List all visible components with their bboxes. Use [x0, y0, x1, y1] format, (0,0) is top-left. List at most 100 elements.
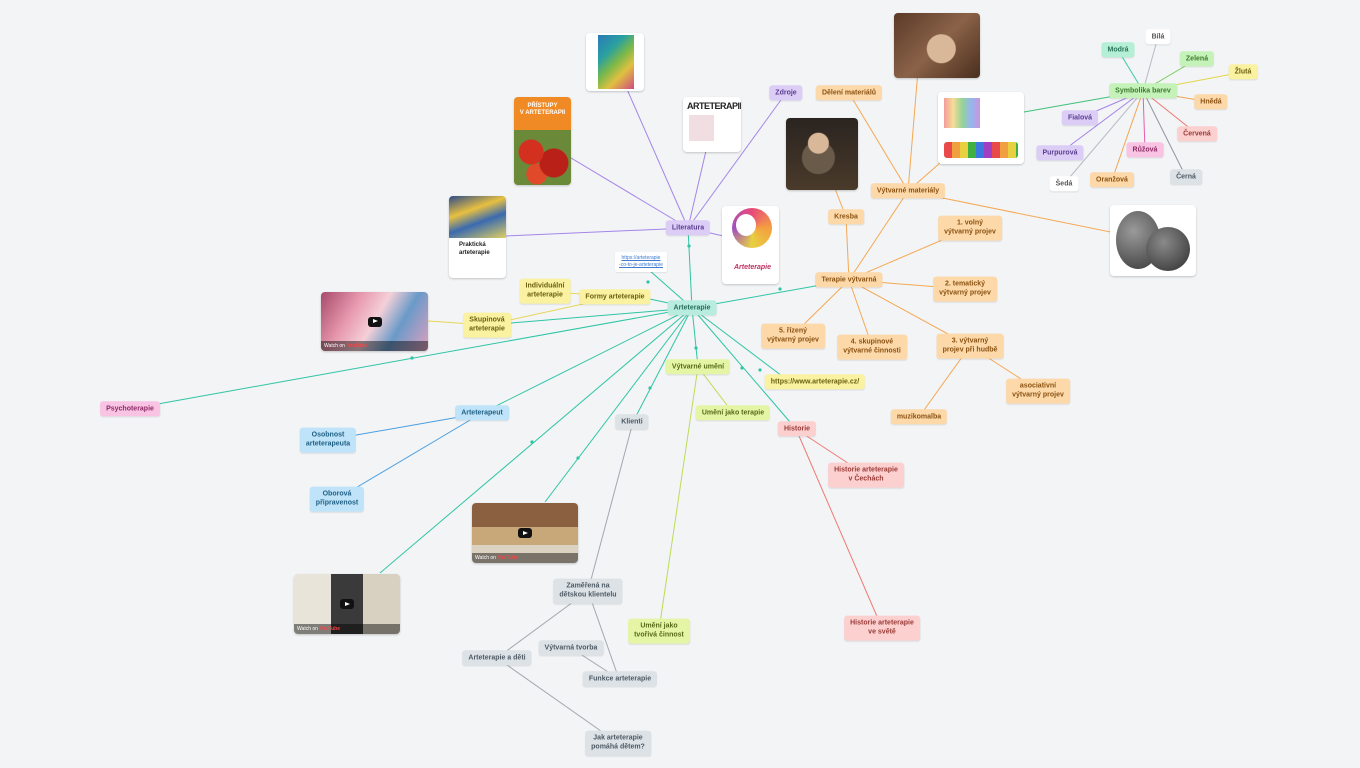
- topic-klienti[interactable]: Klienti: [615, 414, 649, 430]
- watch-on-label: Watch on: [324, 343, 345, 349]
- watch-on-label: Watch on: [297, 626, 318, 632]
- topic-terapie-vytvarna[interactable]: Terapie výtvarná: [815, 272, 883, 288]
- color-zelena[interactable]: Zelená: [1179, 51, 1215, 67]
- youtube-label: YouTube: [319, 626, 340, 632]
- node-line: výtvarný projev: [767, 337, 819, 344]
- node-line: 1. volný: [956, 219, 984, 227]
- color-hneda[interactable]: Hnědá: [1194, 94, 1228, 110]
- node-line: výtvarné činnosti: [843, 348, 901, 355]
- book-title-line: arteterapie: [459, 249, 490, 256]
- node-line: pomáhá dětem?: [591, 744, 645, 751]
- book-cover-prakticka[interactable]: Praktická arteterapie: [449, 196, 506, 278]
- book-cover-image[interactable]: [586, 33, 644, 91]
- node-line: 2. tematický: [944, 280, 986, 288]
- node-line: Individuální: [525, 282, 565, 290]
- color-oranzova[interactable]: Oranžová: [1090, 172, 1134, 188]
- topic-skupinova[interactable]: Skupinová arteterapie: [463, 312, 511, 338]
- color-purpurova[interactable]: Purpurová: [1036, 145, 1084, 161]
- topic-arteterapeut[interactable]: Arteterapeut: [455, 405, 509, 421]
- node-line: 5. řízený: [778, 327, 807, 335]
- color-seda[interactable]: Šedá: [1049, 176, 1079, 192]
- node-line: ve světě: [868, 629, 896, 636]
- book-cover-arteterapie[interactable]: Arteterapie: [722, 206, 779, 284]
- topic-asociativni[interactable]: asociativní výtvarný projev: [1006, 378, 1070, 404]
- topic-rizeny[interactable]: 5. řízený výtvarný projev: [761, 323, 825, 349]
- watch-on-label: Watch on: [475, 555, 496, 561]
- link-line: https://arteterapie: [621, 255, 661, 261]
- node-line: Oborová: [322, 490, 352, 498]
- topic-kresba[interactable]: Kresba: [828, 209, 864, 225]
- book-cover-arteterapie-logo[interactable]: ARTETERAPIE: [683, 97, 741, 152]
- node-line: projev při hudbě: [942, 347, 998, 354]
- book-title-line: PŘÍSTUPY: [527, 103, 558, 109]
- node-line: tvořivá činnost: [634, 632, 684, 639]
- youtube-bar: Watch on YouTube: [321, 341, 428, 351]
- node-line: asociativní: [1019, 382, 1057, 390]
- node-line: dětskou klientelu: [559, 592, 617, 599]
- play-icon[interactable]: [367, 316, 382, 327]
- topic-symbolika[interactable]: Symbolika barev: [1109, 83, 1177, 99]
- video-skupinova[interactable]: Watch on YouTube: [321, 292, 428, 351]
- video-lecture[interactable]: Watch on YouTube: [294, 574, 400, 634]
- youtube-bar: Watch on YouTube: [294, 624, 400, 634]
- node-line: 4. skupinové: [850, 338, 894, 346]
- color-modra[interactable]: Modrá: [1101, 42, 1135, 58]
- topic-vytvarna-tvorba[interactable]: Výtvarná tvorba: [538, 640, 604, 656]
- book-title-line: V ARTETERAPII: [519, 110, 566, 117]
- soil-photo[interactable]: [894, 13, 980, 78]
- book-cover-pristupy[interactable]: PŘÍSTUPY V ARTETERAPII: [514, 97, 571, 185]
- link-card[interactable]: https://arteterapie -co-to-je-arteterapi…: [615, 252, 667, 272]
- node-line: výtvarný projev: [1012, 392, 1064, 399]
- topic-vytvarne-umeni[interactable]: Výtvarné umění: [665, 359, 731, 375]
- topic-materialy[interactable]: Výtvarné materiály: [870, 183, 946, 199]
- paint-set-image[interactable]: [938, 92, 1024, 164]
- topic-historie[interactable]: Historie: [777, 421, 817, 437]
- video-interview[interactable]: Watch on YouTube: [472, 503, 578, 563]
- topic-hudba[interactable]: 3. výtvarný projev při hudbě: [936, 333, 1004, 359]
- color-ruzova[interactable]: Růžová: [1126, 142, 1164, 158]
- play-icon[interactable]: [518, 528, 532, 538]
- node-line: arteterapie: [469, 326, 505, 333]
- topic-literatura[interactable]: Literatura: [665, 220, 711, 236]
- topic-web-link[interactable]: https://www.arteterapie.cz/: [764, 374, 866, 390]
- node-line: arteterapeuta: [305, 441, 351, 448]
- topic-zdroje[interactable]: Zdroje: [769, 85, 803, 101]
- topic-funkce[interactable]: Funkce arteterapie: [582, 671, 658, 687]
- topic-psychoterapie[interactable]: Psychoterapie: [100, 401, 160, 417]
- book-logo-text: ARTETERAPIE: [687, 101, 741, 111]
- topic-formy[interactable]: Formy arteterapie: [579, 289, 651, 305]
- color-cervena[interactable]: Červená: [1177, 126, 1217, 142]
- color-fialova[interactable]: Fialová: [1061, 110, 1099, 126]
- color-zluta[interactable]: Žlutá: [1228, 64, 1258, 80]
- painting-image[interactable]: [786, 118, 858, 190]
- color-cerna[interactable]: Černá: [1170, 169, 1202, 185]
- node-line: Historie arteterapie: [834, 466, 898, 474]
- topic-deleni[interactable]: Dělení materiálů: [815, 85, 883, 101]
- central-topic[interactable]: Arteterapie: [667, 300, 717, 316]
- node-line: 3. výtvarný: [951, 337, 989, 345]
- color-bila[interactable]: Bílá: [1145, 29, 1171, 45]
- link-line: -co-to-je-arteterapie: [619, 262, 663, 268]
- book-title: Arteterapie: [734, 264, 771, 271]
- stones-photo[interactable]: [1110, 205, 1196, 276]
- topic-arteterapie-a-deti[interactable]: Arteterapie a děti: [462, 650, 532, 666]
- node-line: připravenost: [315, 500, 359, 507]
- topic-skupinove[interactable]: 4. skupinové výtvarné činnosti: [837, 334, 907, 360]
- topic-oborova[interactable]: Oborová připravenost: [309, 486, 365, 512]
- node-line: Skupinová: [469, 316, 505, 324]
- youtube-label: YouTube: [346, 343, 367, 349]
- topic-muzikomalba[interactable]: muzikomalba: [890, 409, 948, 425]
- youtube-bar: Watch on YouTube: [472, 553, 578, 563]
- topic-umeni-jako-terapie[interactable]: Umění jako terapie: [695, 405, 771, 421]
- book-title-line: Praktická: [459, 242, 486, 248]
- play-icon[interactable]: [340, 599, 354, 609]
